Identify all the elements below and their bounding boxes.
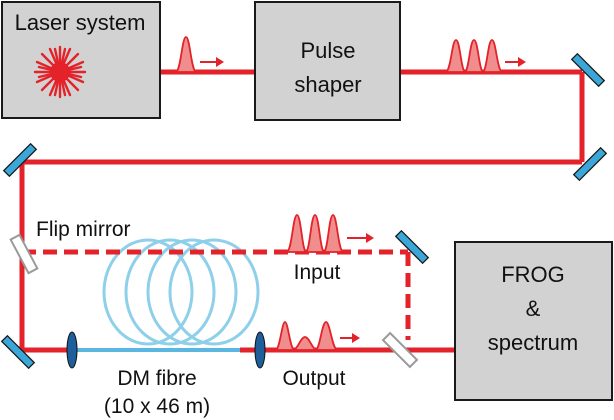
laser-box <box>1 1 161 119</box>
pulse-train-shaper-output <box>445 39 526 74</box>
pulse-shaper-label-line1: Pulse <box>300 38 355 63</box>
lens-right <box>254 331 266 369</box>
pulse-train-input <box>286 214 374 254</box>
lenses <box>66 331 266 369</box>
fibre-loop <box>168 238 260 346</box>
pulse-shaper-label-line2: shaper <box>294 72 361 97</box>
pulse-laser-output <box>175 36 224 73</box>
frog-label-line3: spectrum <box>488 330 578 355</box>
mirror-top-right <box>570 52 606 88</box>
mirror-left-top <box>2 142 38 178</box>
frog-label-line2: & <box>526 296 541 321</box>
dm-fibre-length-label: (10 x 46 m) <box>104 395 210 418</box>
bypass-path <box>22 249 411 340</box>
mirrors <box>0 52 608 370</box>
flip-mirror-label: Flip mirror <box>36 218 131 241</box>
output-label: Output <box>282 367 345 390</box>
frog-box <box>454 241 613 401</box>
flip-mirror-left <box>9 233 39 275</box>
mirror-right <box>572 146 608 182</box>
input-label: Input <box>294 261 341 284</box>
fibre-loop <box>102 238 194 346</box>
fibre-loop <box>124 238 216 346</box>
pulse-train-output <box>275 321 360 352</box>
flip-mirror-right <box>381 331 419 369</box>
mirror-left-bottom <box>0 334 36 370</box>
pulse-shaper-box <box>254 1 401 121</box>
laser-starburst-icon <box>33 45 87 99</box>
mirror-input-corner <box>394 229 430 265</box>
fibre-loop <box>146 238 238 346</box>
lens-left <box>66 331 78 369</box>
dm-fibre-label: DM fibre <box>117 367 196 390</box>
laser-system-label: Laser system <box>15 10 146 35</box>
flip-mirrors <box>9 233 419 369</box>
fibre-coil <box>102 238 260 346</box>
frog-label-line1: FROG <box>501 262 565 287</box>
